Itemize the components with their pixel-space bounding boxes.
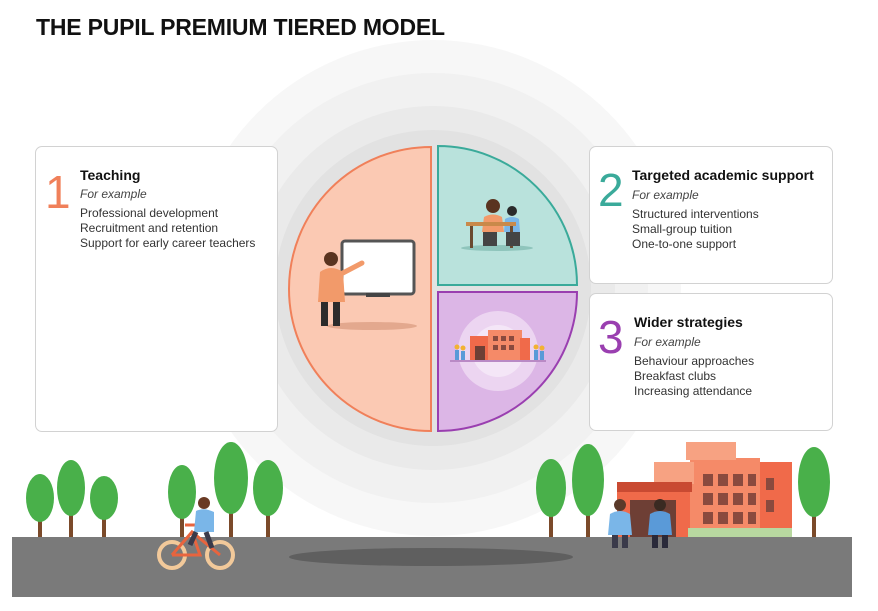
- tier-example-item: Structured interventions: [632, 207, 759, 221]
- teacher-whiteboard-icon: [318, 239, 417, 330]
- pupils-figures: [608, 499, 672, 548]
- tier-example-item: Recruitment and retention: [80, 221, 219, 235]
- page-title: THE PUPIL PREMIUM TIERED MODEL: [36, 14, 445, 40]
- cyclist-icon: [157, 497, 235, 570]
- tier-number: 3: [598, 311, 624, 363]
- tier-heading: Targeted academic support: [632, 167, 814, 183]
- tier-number: 2: [598, 164, 624, 216]
- school-pupils-icon: [450, 311, 546, 391]
- trees-right: [536, 444, 830, 537]
- tier-examples-list: Professional development Recruitment and…: [80, 206, 255, 251]
- tier-example-item: Professional development: [80, 206, 219, 220]
- tier-heading: Teaching: [80, 167, 141, 183]
- tier1-card: 1 Teaching For example Professional deve…: [35, 146, 278, 432]
- tier-number: 1: [45, 166, 71, 218]
- tier2-segment: [437, 144, 579, 286]
- tier-examples-list: Behaviour approaches Breakfast clubs Inc…: [634, 354, 754, 399]
- tier3-card: 3 Wider strategies For example Behaviour…: [589, 293, 833, 431]
- tier-example-item: One-to-one support: [632, 237, 737, 251]
- tier-example-item: Small-group tuition: [632, 222, 733, 236]
- tier-subheading: For example: [634, 335, 701, 349]
- tier-subheading: For example: [632, 188, 699, 202]
- tier-example-item: Support for early career teachers: [80, 236, 256, 250]
- ground-strip: [12, 537, 852, 597]
- tier-example-item: Behaviour approaches: [634, 354, 755, 368]
- ground-shadow: [289, 548, 573, 566]
- tier-example-item: Breakfast clubs: [634, 369, 717, 383]
- trees-left: [26, 442, 283, 537]
- tier-examples-list: Structured interventions Small-group tui…: [632, 207, 759, 252]
- tier-heading: Wider strategies: [634, 314, 743, 330]
- tier-example-item: Increasing attendance: [634, 384, 753, 398]
- tutoring-desk-icon: [461, 199, 533, 251]
- tier-subheading: For example: [80, 187, 147, 201]
- school-building-icon: [617, 442, 792, 537]
- tier2-card: 2 Targeted academic support For example …: [589, 146, 833, 284]
